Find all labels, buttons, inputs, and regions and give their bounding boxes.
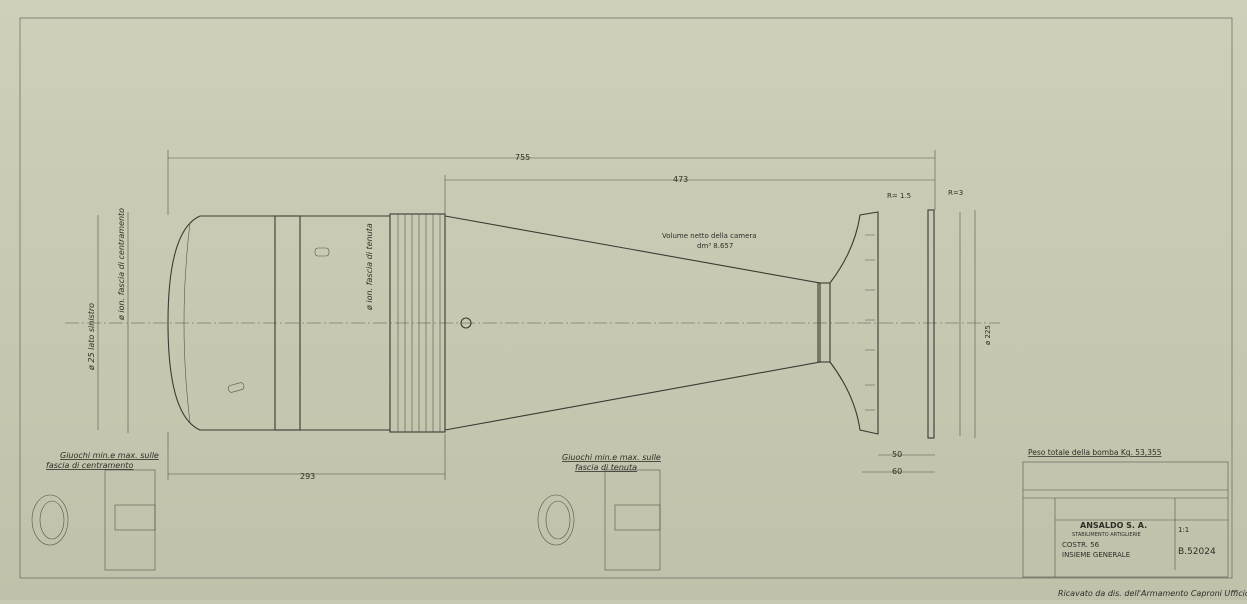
note-left-2: fascia di centramento (46, 461, 133, 470)
note-diam: ø 25 lato sinistro (87, 303, 96, 371)
note-left-1: Giuochi min.e max. sulle (60, 451, 159, 460)
title-block: Peso totale della bomba Kg. 53,355 ANSAL… (1022, 448, 1247, 598)
plant-name: STABILIMENTO ARTIGLIERIE (1072, 532, 1141, 538)
center-of-gravity-icon (460, 317, 472, 329)
note-mid-2: fascia di tenuta (575, 463, 637, 472)
detail-left (31, 469, 156, 571)
note-mid-1: Giuochi min.e max. sulle (562, 453, 661, 462)
dim-chamber: 473 (673, 175, 688, 184)
dim-50: 50 (892, 450, 902, 459)
drawing-title: INSIEME GENERALE (1062, 551, 1130, 559)
construction: COSTR. 56 (1062, 541, 1100, 549)
company-name: ANSALDO S. A. (1080, 521, 1147, 530)
dim-overall: 755 (515, 153, 530, 162)
detail-mid (537, 469, 661, 571)
note-band: ø ion. fascia di centramento (117, 208, 126, 321)
note-seal: ø ion. fascia di tenuta (365, 223, 374, 311)
sheet-border (19, 17, 1233, 579)
footer-note: Ricavato da dis. dell'Armamento Caproni … (1058, 589, 1247, 598)
drawing-number: B.52024 (1178, 547, 1216, 557)
dim-front: 293 (300, 472, 315, 481)
dim-60: 60 (892, 467, 902, 476)
volume-line1: Volume netto della camera (662, 232, 757, 240)
volume-line2: dm³ 8.657 (697, 242, 733, 250)
bomb-outline (167, 209, 935, 439)
dim-radius-large: R=3 (948, 189, 963, 197)
dim-radius-small: R= 1.5 (887, 192, 911, 200)
dimension-lines (97, 150, 976, 480)
dim-diameter: ø 225 (984, 325, 992, 345)
weight-label: Peso totale della bomba Kg. 53,355 (1028, 448, 1162, 457)
scale: 1:1 (1178, 526, 1189, 534)
